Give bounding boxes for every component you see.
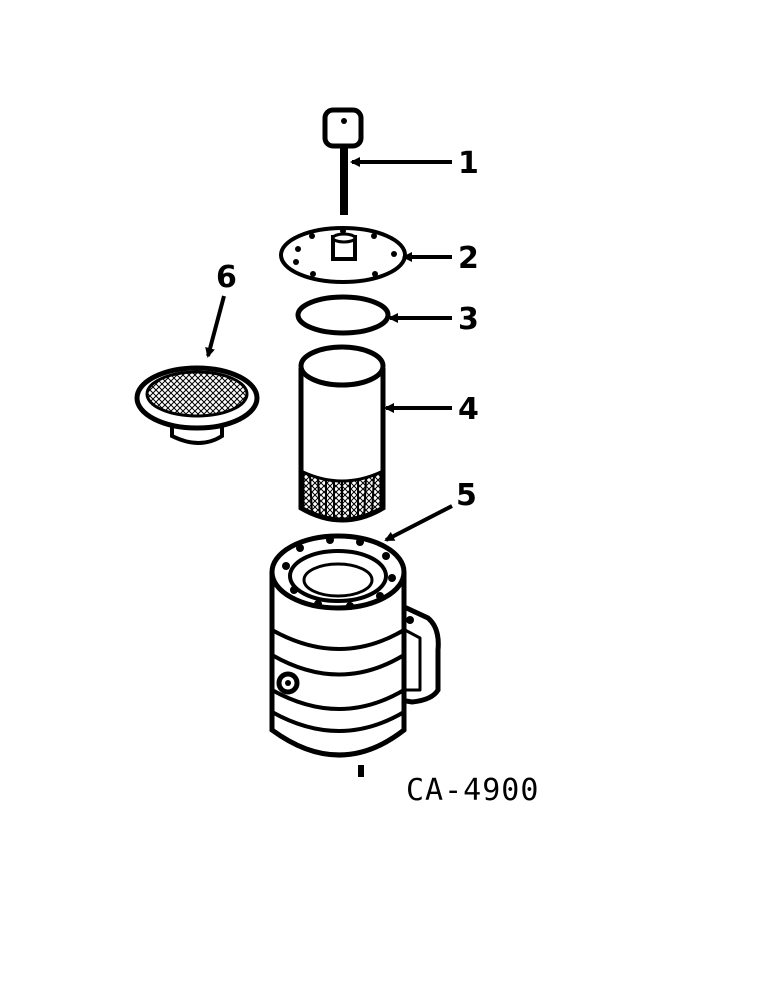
cover-plate — [279, 226, 407, 284]
callout-2: 2 — [458, 241, 479, 276]
callout-4: 4 — [458, 392, 479, 427]
dipstick-handle — [322, 107, 364, 215]
filter-element — [298, 344, 386, 523]
callout-1: 1 — [458, 146, 479, 181]
callout-3: 3 — [458, 302, 479, 337]
o-ring — [295, 294, 391, 336]
callout-5: 5 — [456, 478, 477, 513]
leader-lines — [205, 157, 453, 542]
callout-6: 6 — [216, 260, 237, 295]
strainer-cap — [134, 365, 260, 445]
housing — [269, 533, 441, 777]
part-code-label: CA-4900 — [406, 773, 539, 808]
